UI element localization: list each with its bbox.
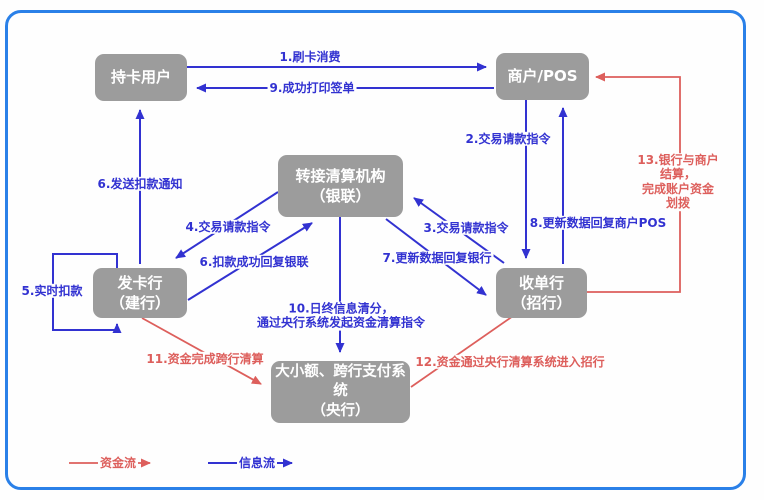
node-acquiring-bank: 收单行 （招行） [496,268,587,318]
label-9-print-receipt: 9.成功打印签单 [267,80,357,96]
label-12-funds-to-acquirer: 12.资金通过央行清算系统进入招行 [413,354,607,370]
label-6-debit-success-reply: 6.扣款成功回复银联 [197,254,311,270]
label-4-payment-request: 4.交易请款指令 [183,219,273,235]
diagram-border-frame [5,10,746,490]
node-cardholder: 持卡用户 [95,54,187,101]
label-5-realtime-debit: 5.实时扣款 [19,283,85,299]
label-2-payment-request: 2.交易请款指令 [463,131,553,147]
node-unionpay-clearing: 转接清算机构 （银联） [278,155,403,217]
node-issuing-bank: 发卡行 （建行） [93,268,187,318]
arrow-12-funds-to-acquirer [410,306,527,388]
legend-funds-flow-label: 资金流 [97,455,139,471]
node-merchant-pos: 商户/POS [496,53,589,100]
label-6-debit-notice: 6.发送扣款通知 [95,176,185,192]
label-11-interbank-settlement: 11.资金完成跨行清算 [144,351,266,367]
node-pboc-payment-system: 大小额、跨行支付系统 （央行） [271,361,410,423]
arrow-11-interbank-settlement [141,317,262,385]
label-1-swipe-purchase: 1.刷卡消费 [277,49,343,65]
label-13-merchant-settlement: 13.银行与商户结算， 完成账户资金划拨 [635,153,721,211]
label-3-payment-request: 3.交易请款指令 [421,220,511,236]
label-8-update-reply-merchant: 8.更新数据回复商户POS [527,215,669,231]
label-10-end-of-day-clearing: 10.日终信息清分， 通过央行系统发起资金清算指令 [254,301,428,331]
legend-info-flow-label: 信息流 [236,455,278,471]
label-7-update-reply-bank: 7.更新数据回复银行 [380,250,494,266]
